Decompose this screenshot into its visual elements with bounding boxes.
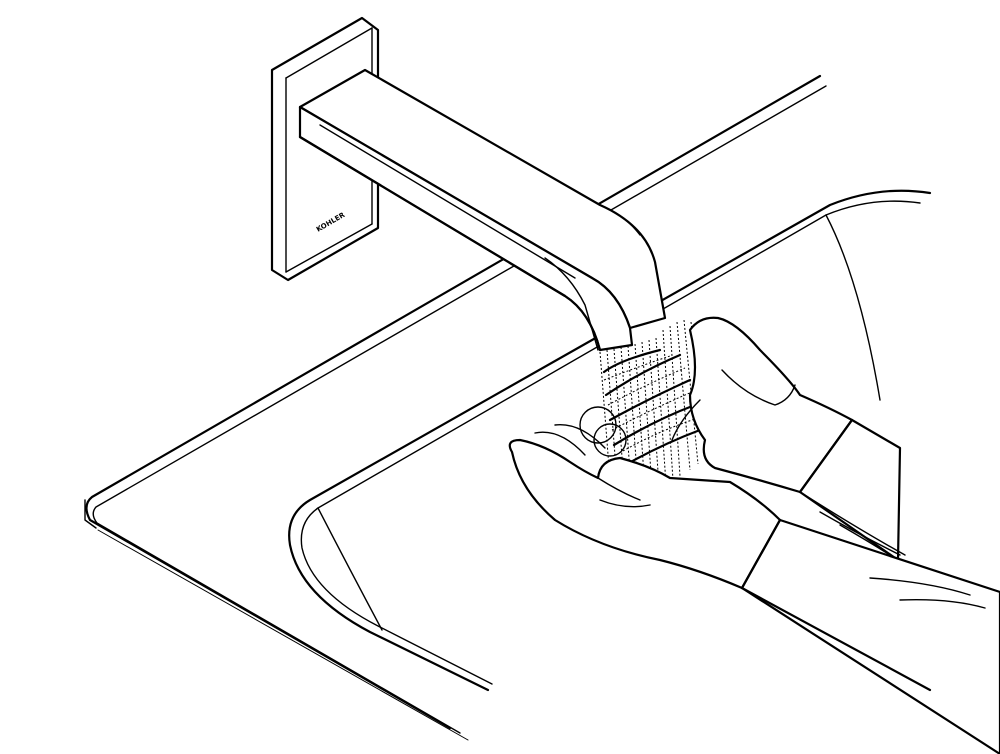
left-hand [508,406,782,590]
right-sleeve [798,418,911,569]
faucet-spout [298,68,667,352]
sink-basin-rim [288,189,932,692]
countertop [84,74,827,741]
left-sleeve [740,518,1000,754]
